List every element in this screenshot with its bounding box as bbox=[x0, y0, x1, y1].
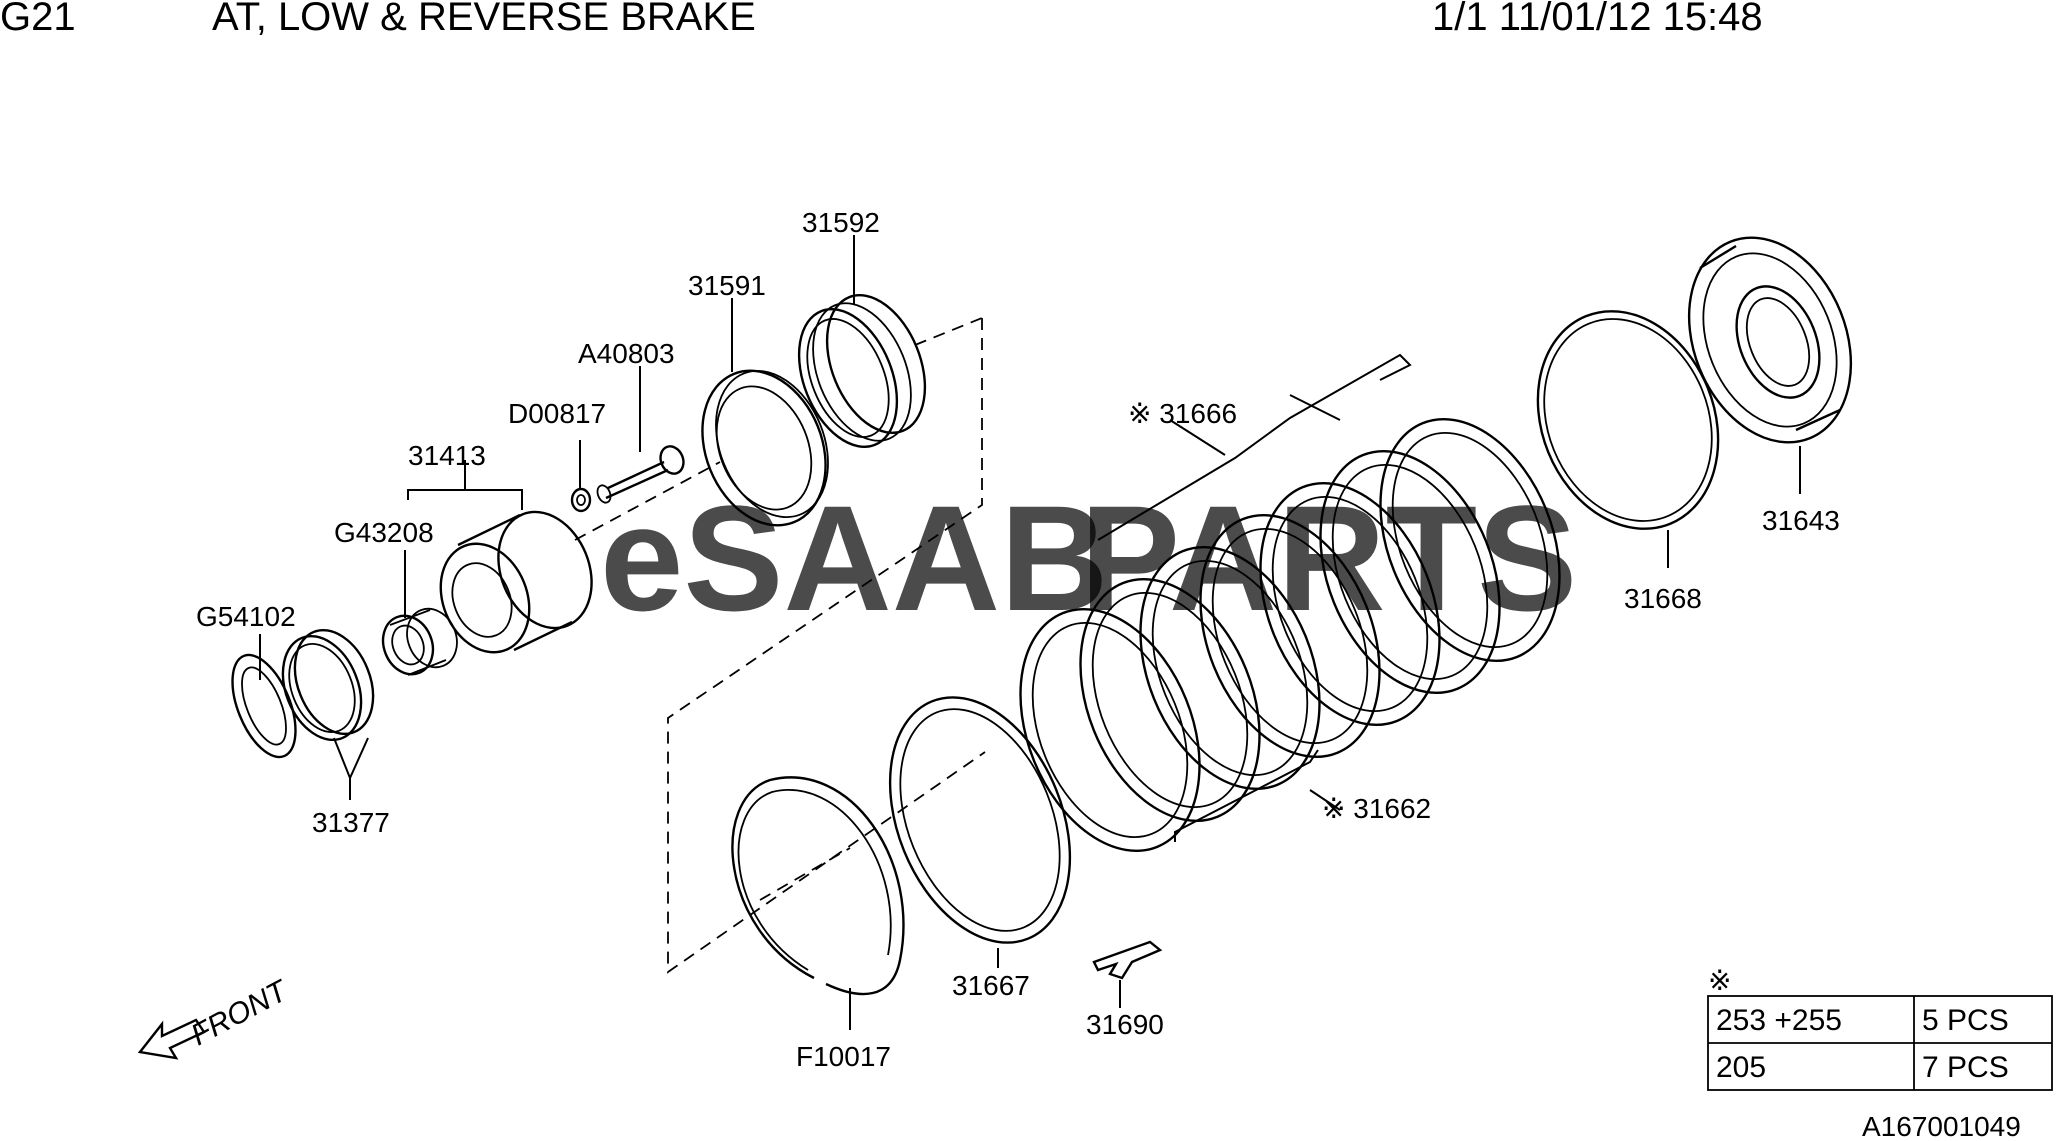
label-31377: 31377 bbox=[312, 807, 390, 838]
diagram-id: A167001049 bbox=[1862, 1111, 2021, 1141]
note-symbol: ※ bbox=[1708, 965, 1731, 996]
front-marker: FRONT bbox=[137, 973, 295, 1060]
page-title: AT, LOW & REVERSE BRAKE bbox=[212, 0, 756, 39]
part-a40803[interactable] bbox=[595, 443, 687, 505]
label-31690: 31690 bbox=[1086, 1009, 1164, 1040]
label-31643: 31643 bbox=[1762, 505, 1840, 536]
part-31643[interactable] bbox=[1660, 213, 1880, 467]
part-31377[interactable] bbox=[268, 618, 387, 751]
label-31413: 31413 bbox=[408, 440, 486, 471]
part-d00817[interactable] bbox=[570, 487, 592, 513]
part-g54102[interactable] bbox=[220, 646, 309, 766]
label-31666: ※ 31666 bbox=[1128, 398, 1237, 429]
label-31591: 31591 bbox=[688, 270, 766, 301]
group-code: G21 bbox=[0, 0, 76, 39]
front-arrow-icon bbox=[137, 1018, 206, 1060]
label-f10017: F10017 bbox=[796, 1041, 891, 1072]
part-31592[interactable] bbox=[780, 281, 944, 461]
label-31592: 31592 bbox=[802, 207, 880, 238]
page-info: 1/1 11/01/12 15:48 bbox=[1432, 0, 1763, 39]
label-g43208: G43208 bbox=[334, 517, 434, 548]
note-row-1-qty: 5 PCS bbox=[1922, 1004, 2009, 1037]
note-row-2-spec: 205 bbox=[1716, 1051, 1766, 1084]
note-row-1-spec: 253 +255 bbox=[1716, 1004, 1842, 1037]
part-31667[interactable] bbox=[856, 671, 1104, 970]
label-a40803: A40803 bbox=[578, 338, 675, 369]
front-label: FRONT bbox=[186, 973, 295, 1052]
part-clutch-pack[interactable] bbox=[987, 392, 1593, 877]
label-31662: ※ 31662 bbox=[1322, 793, 1431, 824]
watermark-text-primary: eSAAB bbox=[600, 474, 1108, 642]
part-labels: 31592 31591 A40803 D00817 31413 G43208 G… bbox=[196, 207, 1840, 1072]
part-31413[interactable] bbox=[425, 498, 608, 666]
label-d00817: D00817 bbox=[508, 398, 606, 429]
part-31690[interactable] bbox=[1092, 940, 1163, 980]
leader-lines bbox=[259, 235, 1801, 1030]
note-table: ※ 253 +255 5 PCS 205 7 PCS bbox=[1707, 965, 2053, 1091]
assembly-outline bbox=[574, 317, 986, 974]
label-g54102: G54102 bbox=[196, 601, 296, 632]
label-31668: 31668 bbox=[1624, 583, 1702, 614]
note-row-2-qty: 7 PCS bbox=[1922, 1051, 2009, 1084]
label-31667: 31667 bbox=[952, 970, 1030, 1001]
part-f10017[interactable] bbox=[731, 776, 905, 996]
part-g43208[interactable] bbox=[375, 601, 466, 682]
part-31591[interactable] bbox=[680, 352, 848, 544]
